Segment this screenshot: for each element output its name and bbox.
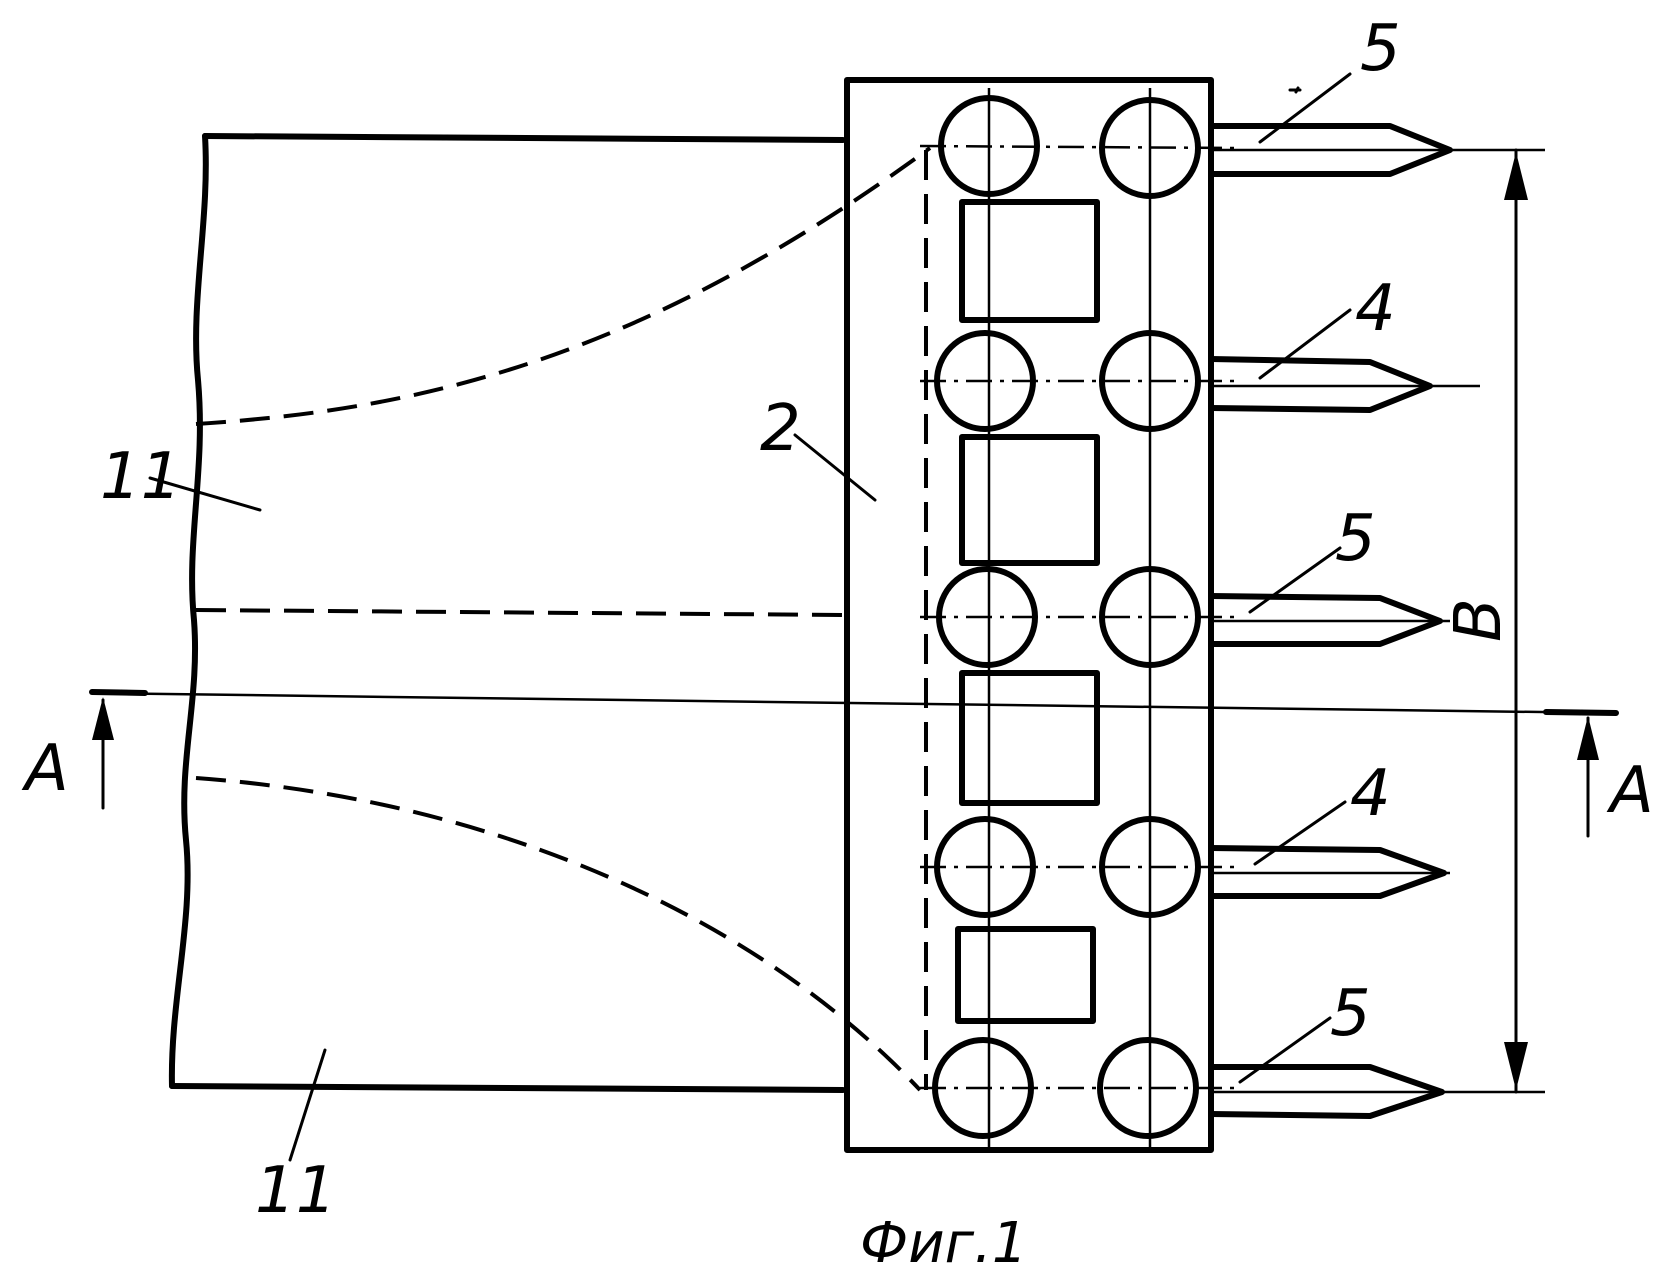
label-pin-5-top: 5 — [1360, 12, 1401, 86]
label-section-left: A — [21, 732, 69, 806]
label-plate: 2 — [760, 392, 801, 466]
dimension-b: B — [1442, 150, 1528, 1092]
square-cutout — [958, 929, 1093, 1021]
label-pin-4-upper: 4 — [1355, 272, 1396, 346]
label-section-right: A — [1606, 754, 1654, 828]
pin — [1211, 359, 1430, 410]
label-pin-5-bottom: 5 — [1330, 977, 1371, 1051]
square-cutout — [962, 437, 1097, 563]
holes — [920, 88, 1235, 1148]
label-pin-5-middle: 5 — [1335, 502, 1376, 576]
label-pin-4-lower: 4 — [1350, 757, 1391, 831]
square-cutout — [962, 673, 1097, 803]
plate — [847, 80, 1211, 1150]
material-strips — [172, 136, 930, 1090]
label-strip-top: 11 — [100, 440, 181, 514]
label-strip-bottom: 11 — [255, 1154, 336, 1228]
square-cutout — [962, 202, 1097, 320]
dimension-label: B — [1442, 598, 1516, 642]
figure-caption: Фиг.1 — [860, 1211, 1027, 1276]
